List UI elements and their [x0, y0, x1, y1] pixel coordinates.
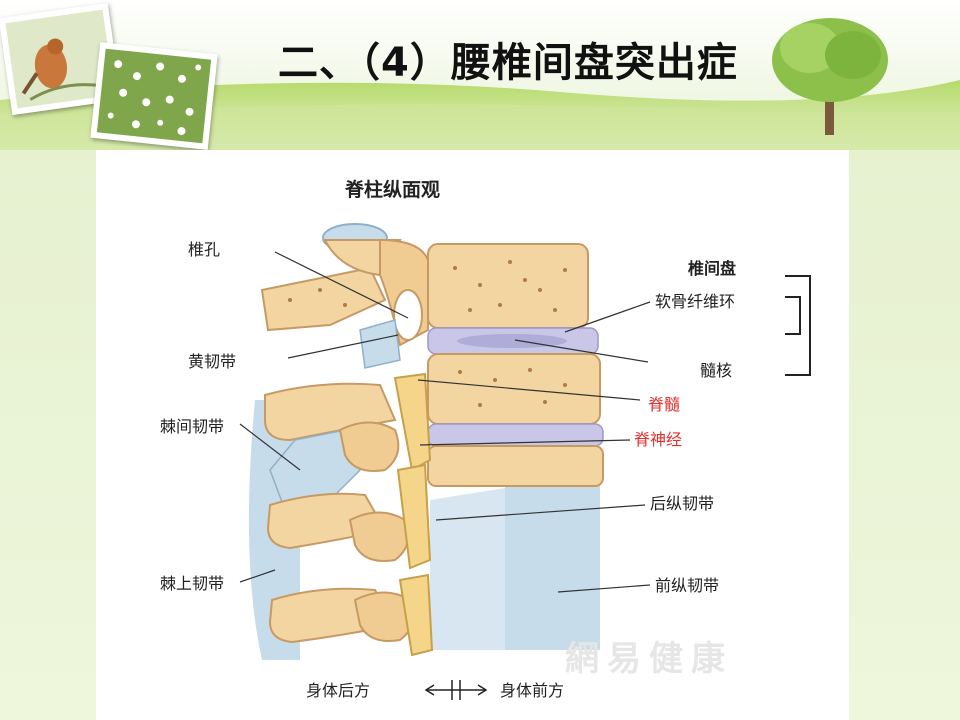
label-ligamentum-flavum: 黄韧带: [188, 352, 237, 371]
spinal-cord-shape: [393, 372, 432, 472]
spinal-nerve-shape: [396, 463, 432, 570]
label-annulus-fibrosus: 软骨纤维环: [655, 292, 736, 311]
axis-arrow: [424, 680, 488, 700]
label-intervertebral-disc: 椎间盘: [688, 259, 737, 278]
label-spinal-cord: 脊髓: [648, 395, 681, 414]
lamina-top: [260, 266, 387, 332]
diagram-title: 脊柱纵面观: [345, 179, 441, 201]
label-body-posterior: 身体后方: [306, 681, 371, 700]
spine-anatomy-illustration: [239, 223, 811, 700]
daisy-photo: [90, 42, 218, 150]
vertebral-body-3: [427, 445, 604, 487]
watermark: 網易健康: [565, 639, 733, 679]
label-posterior-longitudinal-ligament: 后纵韧带: [650, 494, 715, 513]
label-supraspinous-ligament: 棘上韧带: [160, 574, 225, 593]
vertebral-body-1: [427, 243, 589, 329]
anterior-ligament-shape: [505, 470, 600, 650]
label-spinal-nerve: 脊神经: [634, 430, 683, 449]
slide-title: 二、（4）腰椎间盘突出症: [278, 40, 738, 86]
vertebral-foramen-shape: [393, 289, 423, 341]
label-vertebral-foramen: 椎孔: [188, 240, 221, 259]
label-interspinous-ligament: 棘间韧带: [160, 417, 225, 436]
label-nucleus-pulposus: 髓核: [700, 361, 733, 380]
label-anterior-longitudinal-ligament: 前纵韧带: [655, 576, 720, 595]
tree-icon: [772, 18, 888, 135]
disc-bracket: [785, 275, 811, 376]
bird-photo: [0, 2, 122, 116]
label-body-anterior: 身体前方: [500, 681, 565, 700]
posterior-ligament-shape: [430, 488, 505, 650]
ligamentum-flavum-shape: [359, 319, 401, 369]
